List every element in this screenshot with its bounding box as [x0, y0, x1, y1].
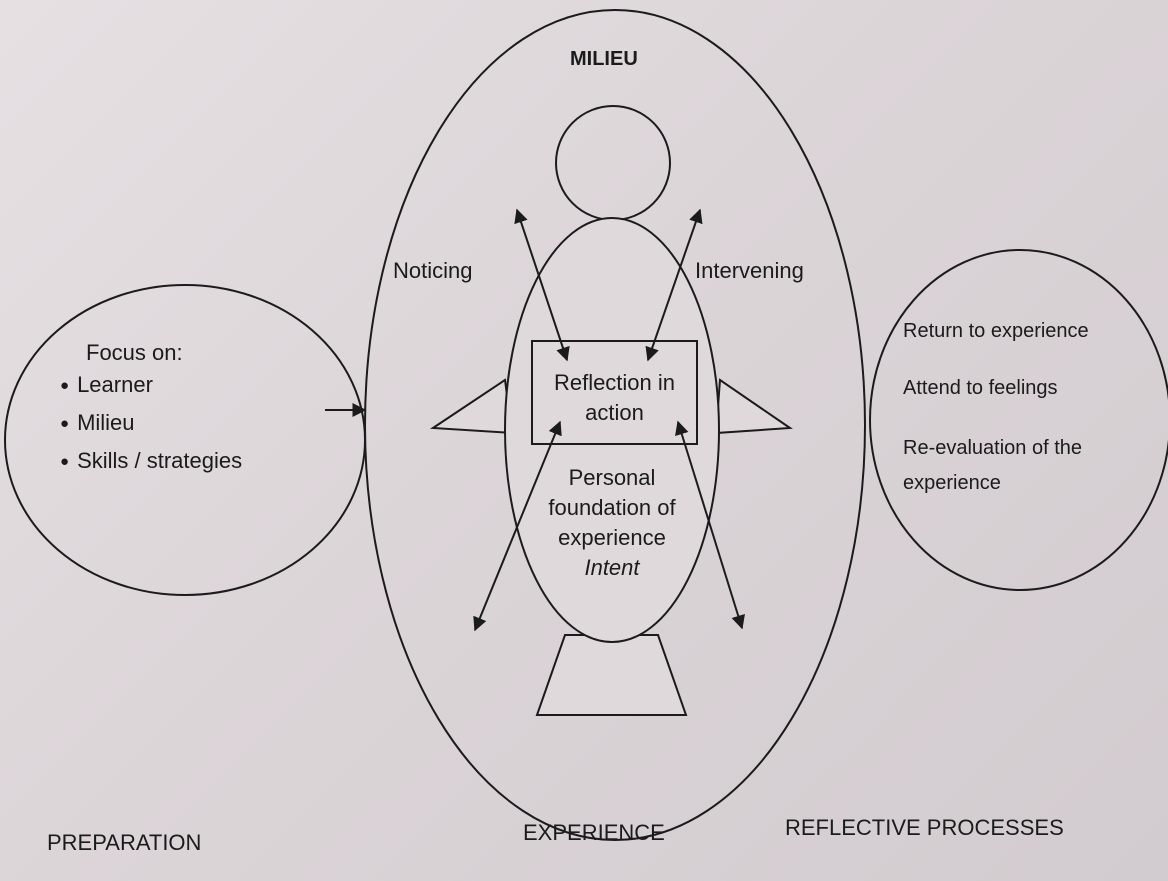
reflective-item-reevaluation-line1: Re-evaluation of the — [903, 437, 1083, 459]
focus-item-learner: Learner — [60, 367, 242, 405]
reflective-circle — [869, 249, 1168, 591]
noticing-label: Noticing — [393, 258, 473, 283]
lower-right-arrow — [675, 420, 745, 630]
intent-label: Intent — [584, 555, 640, 580]
focus-heading: Focus on: — [86, 340, 183, 365]
reflection-box-line1: Reflection in — [553, 370, 676, 395]
focus-list: Learner Milieu Skills / strategies — [60, 367, 242, 481]
focus-item-milieu: Milieu — [60, 405, 242, 443]
reflective-item-return: Return to experience — [903, 320, 1089, 342]
milieu-ellipse — [364, 9, 866, 841]
intervening-label: Intervening — [695, 258, 804, 283]
intervening-arrow — [645, 208, 703, 362]
personal-line2: foundation of — [548, 495, 676, 520]
caption-preparation: PREPARATION — [47, 830, 202, 855]
reflective-item-feelings: Attend to feelings — [903, 377, 1058, 399]
figure-right-arm — [714, 378, 793, 435]
figure-head — [555, 105, 671, 221]
figure-legs — [535, 634, 688, 716]
reflection-box-line2: action — [585, 400, 644, 425]
caption-experience: EXPERIENCE — [523, 820, 665, 845]
personal-line3: experience — [558, 525, 666, 550]
caption-reflective-processes: REFLECTIVE PROCESSES — [785, 815, 1064, 840]
noticing-arrow — [514, 208, 570, 362]
lower-left-arrow — [473, 420, 562, 632]
focus-item-skills: Skills / strategies — [60, 443, 242, 481]
reflective-item-reevaluation-line2: experience — [903, 472, 1001, 494]
figure-left-arm — [429, 378, 514, 435]
milieu-title: MILIEU — [570, 48, 638, 70]
personal-line1: Personal — [568, 465, 656, 490]
personal-foundation-text: Personal foundation of experience Intent — [512, 463, 712, 583]
